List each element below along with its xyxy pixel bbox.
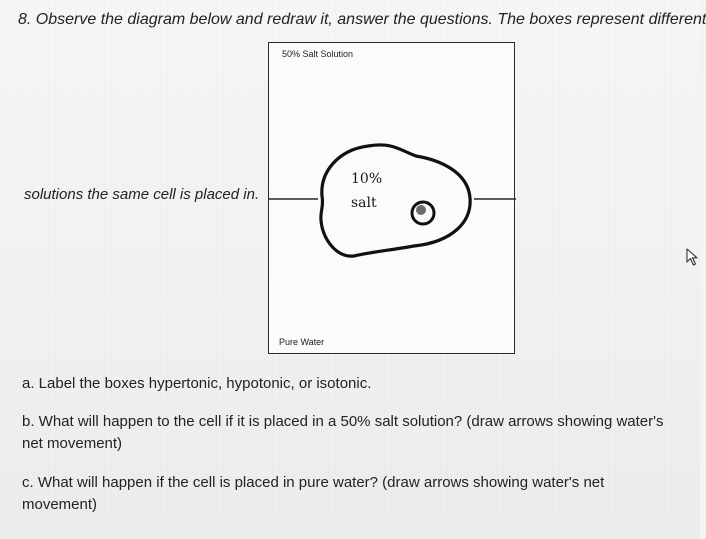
question-b: b. What will happen to the cell if it is… — [22, 413, 664, 452]
box-label-salt-solution: 50% Salt Solution — [282, 49, 354, 59]
question-a: a. Label the boxes hypertonic, hypotonic… — [22, 375, 372, 392]
question-c: c. What will happen if the cell is place… — [22, 474, 605, 513]
question-continuation: solutions the same cell is placed in. — [24, 186, 260, 203]
mouse-cursor-icon — [686, 248, 698, 266]
box-label-pure-water: Pure Water — [279, 337, 325, 347]
question-heading: 8. Observe the diagram below and redraw … — [18, 11, 706, 28]
cell-concentration-word: salt — [351, 195, 377, 211]
cell-concentration-percent: 10% — [351, 171, 383, 187]
solution-box: 50% Salt Solution Pure Water — [268, 42, 515, 354]
